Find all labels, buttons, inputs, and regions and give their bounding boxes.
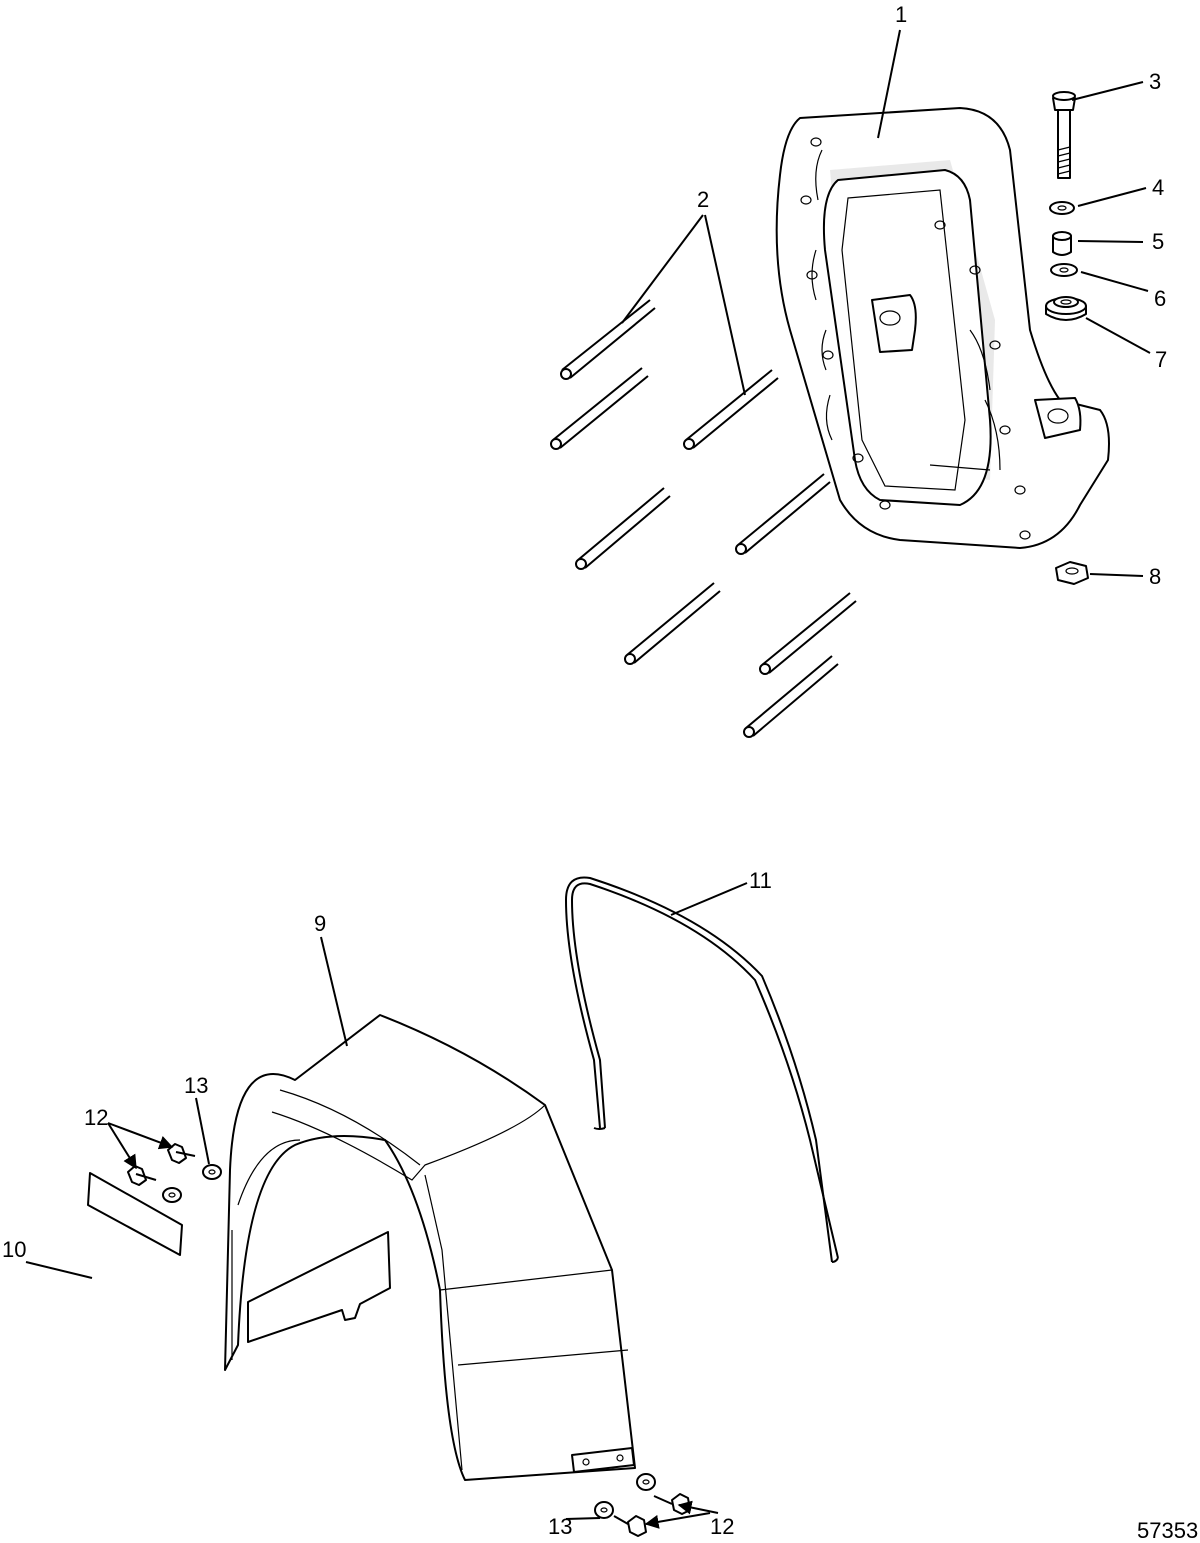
pin	[683, 369, 779, 450]
mounting-frame	[775, 107, 1110, 549]
seal	[564, 876, 839, 1263]
cowl	[224, 1014, 636, 1481]
washer	[1050, 263, 1078, 277]
screw	[613, 1515, 647, 1537]
callout-3: 3	[1149, 69, 1161, 94]
callout-7: 7	[1155, 347, 1167, 372]
pin	[560, 299, 656, 380]
callout-13-left: 13	[184, 1073, 208, 1098]
callout-5: 5	[1152, 229, 1164, 254]
spacer	[1052, 231, 1072, 256]
pin	[624, 582, 721, 665]
bushing	[1045, 296, 1087, 321]
callout-6: 6	[1154, 286, 1166, 311]
screw	[127, 1165, 157, 1186]
pin	[759, 592, 857, 675]
callout-4: 4	[1152, 175, 1164, 200]
pin	[550, 367, 649, 450]
callout-8: 8	[1149, 564, 1161, 589]
callout-9: 9	[314, 911, 326, 936]
bolt	[1052, 91, 1076, 179]
callout-12-bottom: 12	[710, 1514, 734, 1539]
figure-number: 57353	[1137, 1518, 1198, 1543]
leader-lines	[25, 29, 1151, 1529]
pin	[575, 487, 671, 570]
washer	[594, 1501, 614, 1519]
callout-1: 1	[895, 2, 907, 27]
callout-11: 11	[749, 868, 772, 893]
pins	[550, 299, 857, 738]
callout-13-bottom: 13	[548, 1514, 572, 1539]
washer	[202, 1164, 222, 1180]
callout-12-left: 12	[84, 1105, 108, 1130]
decal	[87, 1172, 183, 1256]
pin	[735, 473, 831, 555]
washer	[636, 1473, 656, 1491]
callouts: 1 2 3 4 5 6 7 8 9 10 11 12 13 13 12	[2, 2, 1167, 1539]
washer	[1049, 201, 1075, 215]
pin	[743, 655, 839, 738]
screw	[653, 1493, 691, 1515]
washer	[162, 1187, 182, 1203]
lock-nut	[1055, 561, 1089, 585]
callout-2: 2	[697, 187, 709, 212]
callout-10: 10	[2, 1237, 26, 1262]
